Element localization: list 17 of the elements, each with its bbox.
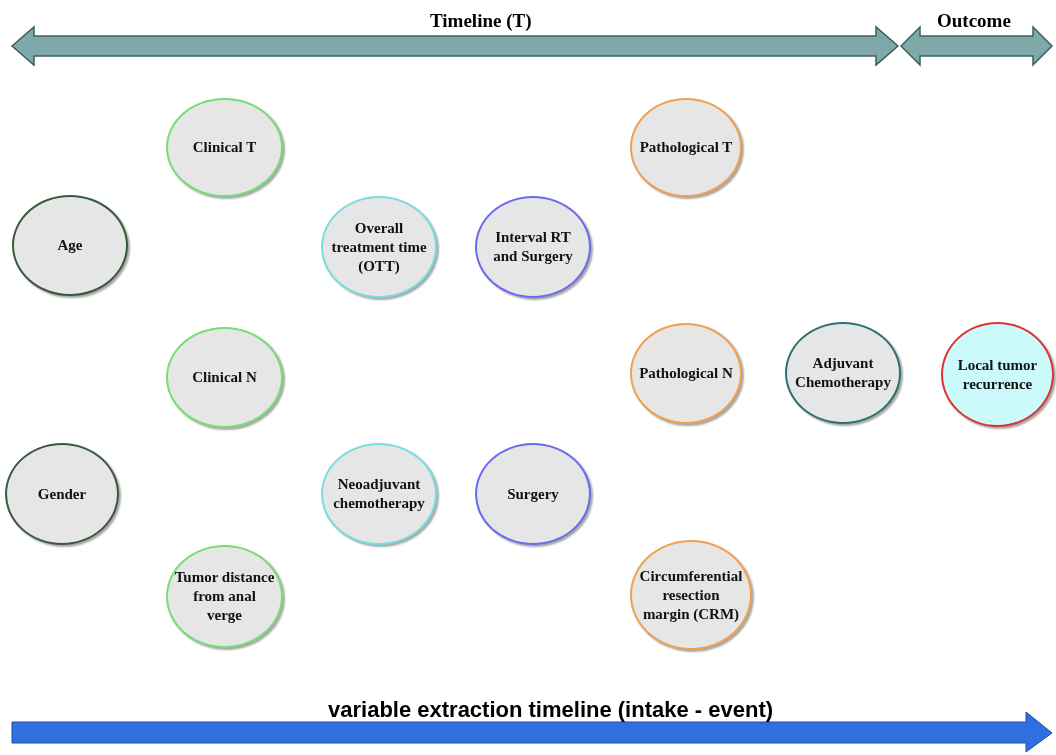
node-label: Interval RT and Surgery [492, 228, 574, 266]
node-label: Overall treatment time (OTT) [330, 218, 428, 276]
node-label: Tumor distance from anal verge [173, 568, 276, 625]
node-label: Neoadjuvant chemotherapy [332, 475, 426, 513]
node-label: Surgery [506, 484, 560, 504]
node-label: Clinical T [191, 138, 258, 157]
node-label: Circumferential resection margin (CRM) [638, 566, 744, 624]
node-label: Pathological T [638, 138, 734, 157]
node-label: Clinical N [191, 368, 258, 387]
node-label: Local tumor recurrence [956, 355, 1039, 394]
node-label: Gender [36, 484, 88, 504]
node-label: Adjuvant Chemotherapy [794, 354, 892, 392]
timeline-label: variable extraction timeline (intake - event) [328, 697, 774, 723]
node-label: Age [56, 236, 84, 255]
node-label: Pathological N [638, 364, 734, 383]
timeline-label: Outcome [937, 10, 1011, 32]
timeline-label: Timeline (T) [430, 10, 532, 32]
